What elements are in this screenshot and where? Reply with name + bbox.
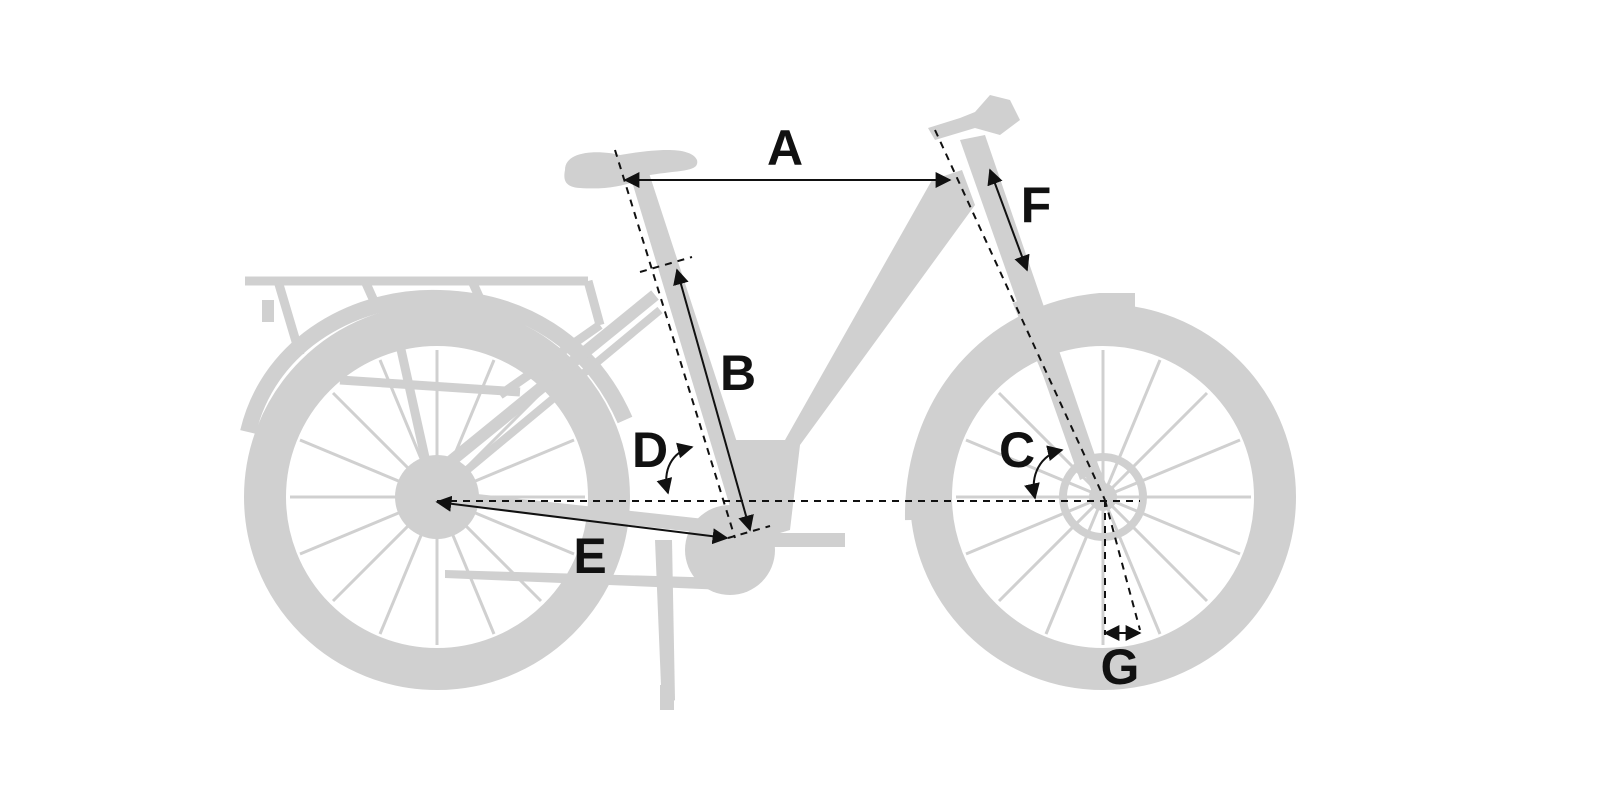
label-g: G xyxy=(1101,639,1140,695)
angle-c-arrow xyxy=(1024,445,1064,500)
bike-silhouette xyxy=(240,95,1296,710)
head-tube-axis xyxy=(934,129,1106,501)
label-b: B xyxy=(720,345,756,401)
seat-tube-axis xyxy=(614,149,736,539)
label-a: A xyxy=(767,120,803,176)
dimension-labels: A B C D E F G xyxy=(573,120,1139,695)
angle-d-arrow xyxy=(656,442,694,495)
label-f: F xyxy=(1021,177,1052,233)
dimension-f-arrow xyxy=(987,168,1030,272)
fork-offset-axis xyxy=(1104,499,1141,631)
dimension-e-arrow xyxy=(435,495,729,545)
rear-rack xyxy=(245,276,605,481)
dimension-b-arrow xyxy=(673,268,754,532)
label-e: E xyxy=(573,528,606,584)
label-c: C xyxy=(999,422,1035,478)
label-d: D xyxy=(632,422,668,478)
measurement-lines xyxy=(435,129,1142,641)
saddle xyxy=(564,150,698,189)
